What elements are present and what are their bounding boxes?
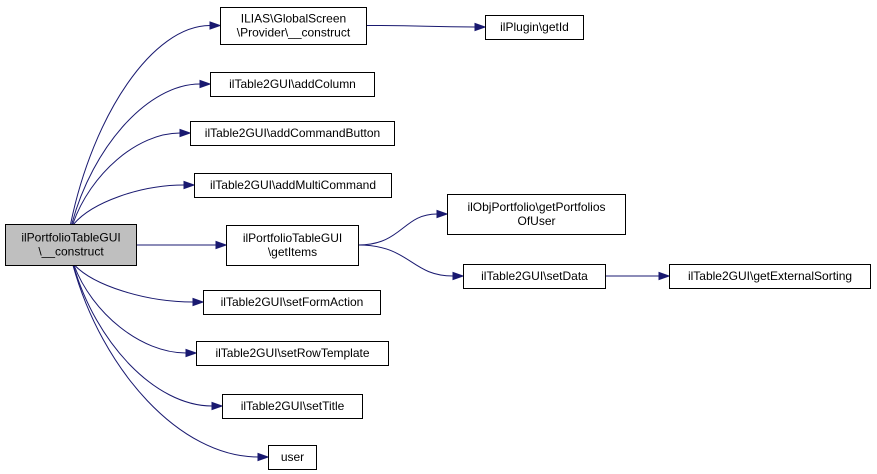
edge-line — [74, 264, 194, 303]
node-setrow[interactable]: ilTable2GUI\setRowTemplate — [196, 341, 389, 366]
edge-root-to-addcmd — [72, 128, 192, 225]
node-box — [194, 173, 392, 198]
node-addmulti[interactable]: ilTable2GUI\addMultiCommand — [194, 173, 392, 198]
node-settitle[interactable]: ilTable2GUI\setTitle — [222, 394, 363, 419]
edge-root-to-getitems — [136, 240, 228, 250]
edge-root-to-gs — [70, 21, 222, 225]
edge-line — [72, 132, 181, 225]
edge-line — [365, 25, 476, 28]
arrowhead-icon — [209, 21, 222, 30]
edge-line — [73, 264, 187, 354]
edge-line — [73, 184, 185, 225]
node-box — [463, 264, 606, 289]
node-box — [226, 225, 359, 266]
edge-line — [72, 264, 259, 458]
arrowhead-icon — [452, 271, 465, 281]
node-box — [210, 72, 375, 97]
node-plugin[interactable]: ilPlugin\getId — [485, 15, 584, 40]
node-label-line: ilTable2GUI\addMultiCommand — [210, 178, 376, 192]
node-root[interactable]: ilPortfolioTableGUI\__construct — [5, 224, 137, 266]
edge-root-to-setrow — [73, 264, 198, 358]
node-label-line: ilTable2GUI\setFormAction — [221, 295, 364, 309]
node-label-line: OfUser — [517, 214, 555, 228]
node-addcol[interactable]: ilTable2GUI\addColumn — [210, 72, 375, 97]
edge-line — [71, 83, 201, 225]
node-label-line: \Provider\__construct — [237, 26, 351, 40]
node-label-line: ilPlugin\getId — [500, 20, 569, 34]
edge-line — [70, 25, 211, 225]
node-box — [196, 341, 389, 366]
arrowhead-icon — [658, 271, 671, 281]
node-label-line: user — [281, 450, 304, 464]
node-getitems[interactable]: ilPortfolioTableGUI\getItems — [226, 225, 359, 266]
edge-root-to-settitle — [72, 264, 224, 411]
node-box — [669, 264, 871, 289]
node-label-line: ilObjPortfolio\getPortfolios — [467, 200, 605, 214]
node-label-line: ilPortfolioTableGUI — [21, 231, 120, 245]
edge-line — [357, 213, 438, 246]
node-setdata[interactable]: ilTable2GUI\setData — [463, 264, 606, 289]
arrowhead-icon — [215, 240, 228, 250]
edge-root-to-setform — [74, 264, 205, 307]
arrowhead-icon — [183, 180, 196, 190]
arrowhead-icon — [185, 348, 198, 358]
node-label-line: ilTable2GUI\addCommandButton — [205, 126, 380, 140]
node-box — [268, 445, 317, 470]
node-setform[interactable]: ilTable2GUI\setFormAction — [203, 290, 381, 315]
edge-getitems-to-setdata — [357, 244, 465, 281]
node-extsort[interactable]: ilTable2GUI\getExternalSorting — [669, 264, 871, 289]
node-box — [222, 394, 363, 419]
node-addcmd[interactable]: ilTable2GUI\addCommandButton — [190, 121, 395, 146]
edge-line — [357, 244, 454, 277]
edge-line — [72, 264, 213, 407]
node-label-line: ilTable2GUI\setTitle — [241, 399, 345, 413]
node-box — [485, 15, 584, 40]
node-user[interactable]: user — [268, 445, 317, 470]
edge-root-to-user — [72, 264, 270, 462]
edge-root-to-addcol — [71, 79, 212, 225]
node-label-line: ilTable2GUI\getExternalSorting — [688, 269, 852, 283]
arrowhead-icon — [436, 209, 449, 219]
arrowhead-icon — [257, 452, 270, 462]
arrowhead-icon — [474, 22, 487, 32]
node-label-line: \getItems — [268, 245, 317, 259]
node-gs[interactable]: ILIAS\GlobalScreen\Provider\__construct — [220, 7, 367, 45]
call-graph-edges — [70, 21, 671, 462]
edge-getitems-to-getport — [357, 209, 449, 246]
node-box — [220, 7, 367, 45]
arrowhead-icon — [211, 401, 224, 411]
node-box — [190, 121, 395, 146]
edge-gs-to-plugin — [365, 22, 487, 32]
arrowhead-icon — [192, 297, 205, 307]
node-label-line: ilTable2GUI\setRowTemplate — [215, 346, 369, 360]
node-label-line: ilTable2GUI\addColumn — [229, 77, 356, 91]
node-label-line: ilTable2GUI\setData — [481, 269, 588, 283]
node-box — [203, 290, 381, 315]
arrowhead-icon — [179, 128, 192, 138]
node-label-line: \__construct — [38, 245, 104, 259]
node-label-line: ILIAS\GlobalScreen — [241, 12, 346, 26]
node-box — [447, 194, 626, 235]
edge-setdata-to-extsort — [605, 271, 671, 281]
arrowhead-icon — [199, 79, 212, 89]
edge-root-to-addmulti — [73, 180, 196, 225]
node-label-line: ilPortfolioTableGUI — [243, 231, 342, 245]
node-box — [5, 224, 137, 266]
call-graph-nodes: ilPortfolioTableGUI\__constructILIAS\Glo… — [5, 7, 871, 470]
